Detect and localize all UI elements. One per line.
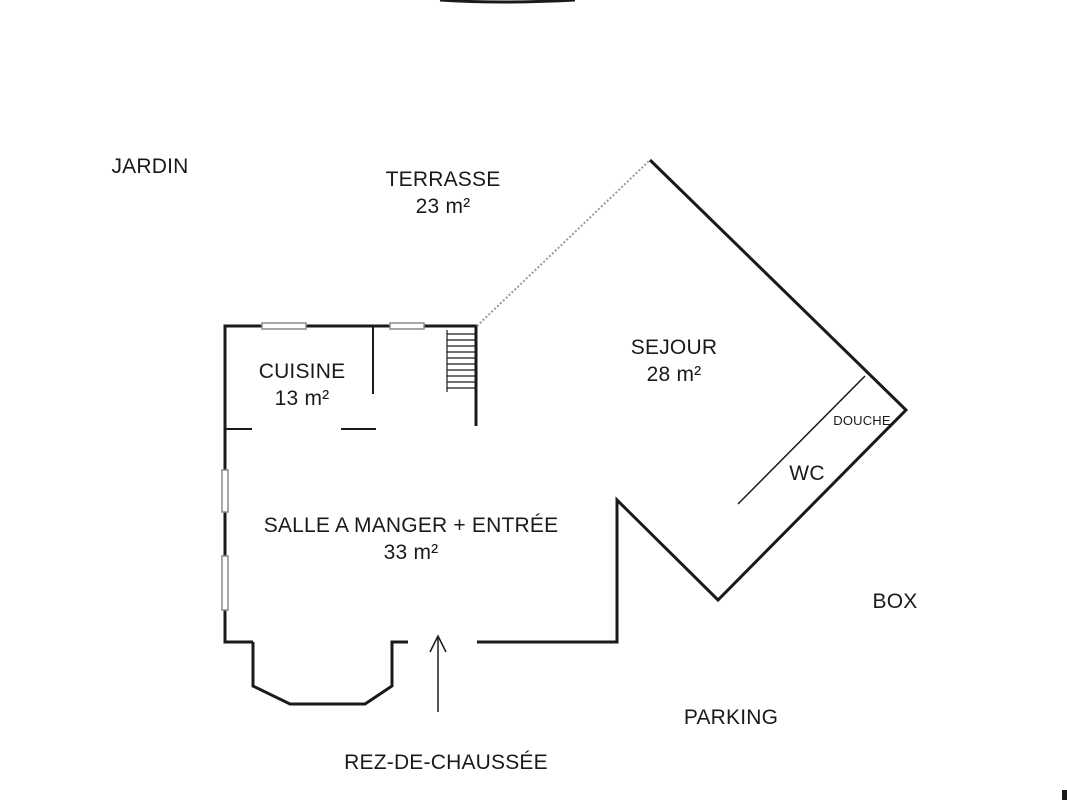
dining-label: SALLE A MANGER + ENTRÉE 33 m² — [264, 512, 559, 566]
window-dining-west-1 — [221, 469, 229, 513]
parking-label: PARKING — [684, 704, 778, 731]
floor-title: REZ-DE-CHAUSSÉE — [344, 749, 548, 776]
entrance-arrow-icon — [429, 634, 447, 712]
wall-living-diamond — [477, 158, 909, 644]
wc-label: WC — [789, 460, 824, 487]
window-dining-west-2 — [221, 555, 229, 611]
dining-area: 33 m² — [383, 541, 439, 564]
kitchen-name: CUISINE — [258, 360, 346, 383]
box-name: BOX — [872, 590, 918, 613]
windows — [221, 322, 425, 611]
terrace-name: TERRASSE — [385, 168, 501, 191]
top-edge-mark — [439, 0, 576, 4]
shower-name: DOUCHE — [833, 413, 891, 428]
terrace-area: 23 m² — [415, 195, 471, 218]
wall-bay-window — [251, 640, 408, 706]
living-label: SEJOUR 28 m² — [631, 334, 717, 388]
window-hall — [389, 322, 425, 330]
wc-name: WC — [789, 462, 825, 485]
terrace-label: TERRASSE 23 m² — [386, 166, 501, 220]
kitchen-label: CUISINE 13 m² — [259, 358, 346, 412]
dining-name: SALLE A MANGER + ENTRÉE — [263, 514, 559, 537]
staircase — [446, 330, 476, 392]
wall-shower-wc — [737, 375, 866, 505]
interior-walls — [225, 326, 866, 505]
window-kitchen — [261, 322, 307, 330]
garden-label: JARDIN — [111, 153, 188, 180]
garden-name: JARDIN — [111, 155, 189, 178]
living-area: 28 m² — [646, 363, 702, 386]
edge-mark — [1062, 790, 1067, 800]
floor-title-text: REZ-DE-CHAUSSÉE — [344, 751, 548, 774]
living-name: SEJOUR — [630, 336, 718, 359]
exterior-walls — [223, 158, 909, 706]
kitchen-area: 13 m² — [274, 387, 330, 410]
terrace-glazing — [476, 159, 651, 327]
shower-label: DOUCHE — [833, 413, 891, 429]
parking-name: PARKING — [683, 706, 779, 729]
box-label: BOX — [873, 588, 918, 615]
